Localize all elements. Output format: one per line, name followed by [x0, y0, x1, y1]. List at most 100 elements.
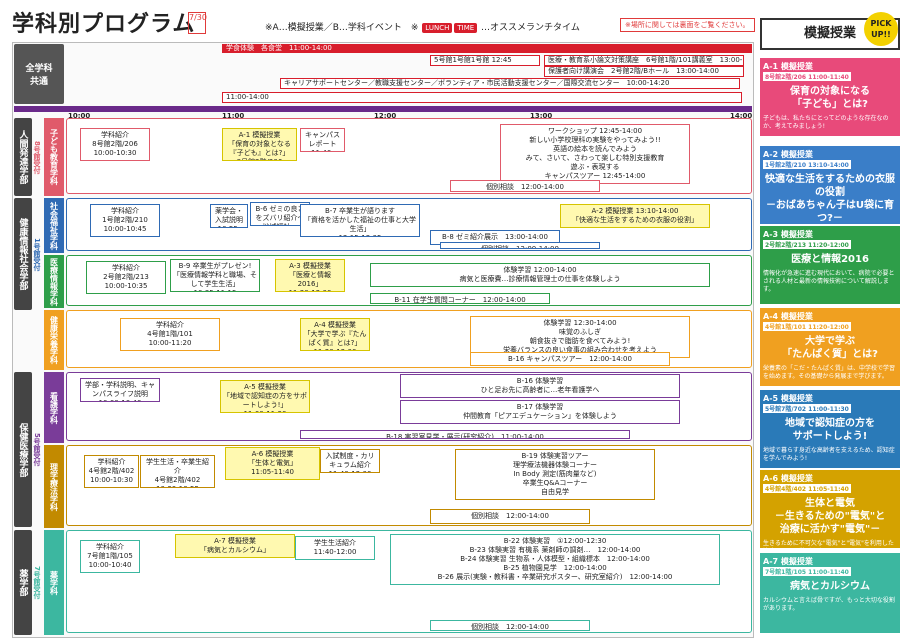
program-box: 薬学会・入試説明 10:55-11:10	[210, 204, 248, 228]
program-box: B-17 体験学習 仲間教育「ピアエデュケーション」を体験しよう	[400, 400, 680, 424]
timeline-bar	[14, 106, 752, 112]
card-label: 模擬授業	[780, 312, 813, 321]
program-box: A-4 模擬授業 「大学で学ぶ『たんぱく質』とは?」 11:20-12:00	[300, 318, 370, 351]
dept-sub-1: 1号館受付	[33, 237, 41, 271]
card-label: 模擬授業	[780, 230, 813, 239]
location-notice: ※場所に関しては裏面をご覧ください。	[620, 18, 755, 32]
card-desc: 栄養素の「こだ・たんぱく質」は、中学校で学習を始めます。その基礎から発展まで学び…	[763, 365, 896, 380]
dept-sub-4: 5号館受付	[33, 433, 41, 466]
card-code: A-1	[763, 62, 779, 71]
program-box: 学生生活紹介 11:40-12:00	[295, 536, 375, 560]
dept-name-6: 薬学部	[14, 530, 32, 635]
card-code: A-2	[763, 150, 779, 159]
tick-1300: 13:00	[530, 112, 553, 120]
common-item-3: 医療・教育系小論文対策講座 6号館1階/101講義室 13:00-14:00	[544, 55, 744, 66]
card-code: A-5	[763, 394, 779, 403]
card-time: 8号館2階/206 11:00-11:40	[763, 72, 851, 81]
program-box: A-3 模擬授業 「医療と情報2016」 11:20-12:00	[275, 259, 345, 292]
program-box: 学生生活・卒業生紹介 4号館2階/402 10:30-10:55	[140, 455, 215, 488]
card-desc: 子どもは、私たちにとってどのような存在なのか、考えてみましょう!	[763, 115, 889, 130]
dept-name-0: 人間発達学部	[14, 118, 32, 196]
card-label: 模擬授業	[780, 394, 813, 403]
lecture-card-2: A-2 模擬授業 1号館2階/210 13:10-14:00 快適な生活をするため…	[760, 146, 900, 244]
program-box: 学科紹介 1号館2階/210 10:00-10:45	[90, 204, 160, 237]
card-title: 保育の対象になる 「子ども」とは?	[790, 86, 870, 110]
card-time: 7号館1階/105 11:00-11:40	[763, 567, 851, 576]
legend-text-2: …オススメランチタイム	[481, 23, 580, 33]
lunch-tag: LUNCH	[422, 23, 453, 33]
card-label: 模擬授業	[780, 62, 813, 71]
card-time: 1号館2階/210 13:10-14:00	[763, 160, 851, 169]
legend-text: ※A…模擬授業／B…学科イベント ※	[265, 23, 419, 33]
program-box: A-7 模擬授業 「病気とカルシウム」	[175, 534, 295, 558]
program-box: B-16 体験学習 ひと足お先に高齢者に…老年看護学へ	[400, 374, 680, 398]
page-title: 学科別プログラム	[12, 12, 196, 37]
pick-up-badge: PICK UP!!	[864, 12, 898, 46]
program-box: 学科紹介 7号館1階/105 10:00-10:40	[80, 540, 140, 573]
course-label-3: 健康栄養学科	[44, 310, 64, 370]
common-item-5: キャリアサポートセンター／教職支援センター／ボランティア・市民活動支援センター／…	[280, 78, 740, 89]
dept-sub-6: 7号館受付	[33, 566, 41, 599]
card-time: 4号館4階/402 11:05-11:40	[763, 484, 851, 493]
course-label-5: 理学療法学科	[44, 445, 64, 528]
card-time: 5号館7階/702 11:00-11:30	[763, 404, 851, 413]
tick-1100: 11:00	[222, 112, 245, 120]
program-box: 個別相談 12:00-14:00	[430, 509, 590, 524]
program-box: 個別相談 12:00-14:00	[430, 620, 590, 631]
program-box: A-2 模擬授業 13:10-14:00 「快適な生活をするための衣服の役割」	[560, 204, 710, 228]
program-box: 学部・学科説明、キャンパスライフ説明 10:00-10:40	[80, 378, 160, 402]
card-desc: 生きるために不可欠な"電気"と"電気"を利用した治療について学びます。	[763, 540, 894, 555]
card-desc: カルシウムと言えば骨ですが、もっと大切な役割があります。	[763, 597, 895, 612]
card-title: 快適な生活をするための衣服の役割 －おばあちゃん子はU袋に育つ?－	[765, 174, 895, 224]
card-title: 生体と電気 －生きるための"電気"と 治療に活かす"電気"－	[774, 498, 886, 535]
card-title: 医療と情報2016	[791, 254, 869, 265]
card-title: 地域で認知症の方を サポートしよう!	[785, 418, 875, 442]
course-label-1: 社会福祉学科	[44, 198, 64, 253]
tick-1200: 12:00	[374, 112, 397, 120]
program-box: A-5 模擬授業 「地域で認知症の方をサポートしよう!」 11:00-11:30	[220, 380, 310, 413]
tick-1000: 10:00	[68, 112, 91, 120]
program-box: A-1 模擬授業 「保育の対象となる『子ども』とは?」 8号館2階/206 11…	[222, 128, 297, 161]
date-badge: 7/30	[188, 12, 207, 34]
program-box: A-6 模擬授業 「生体と電気」 11:05-11:40	[225, 447, 320, 480]
program-box: 個別相談 12:00-14:00	[440, 242, 600, 249]
course-label-0: 子ども教育学科	[44, 118, 64, 196]
card-time: 2号館2階/213 11:20-12:00	[763, 240, 851, 249]
lecture-card-6: A-6 模擬授業 4号館4階/402 11:05-11:40 生体と電気 －生きる…	[760, 470, 900, 555]
card-title: 病気とカルシウム	[790, 581, 870, 592]
card-time: 4号館1階/101 11:20-12:00	[763, 322, 851, 331]
card-desc: 情報化が急速に進む現代において、病院で必要とされる人材と最新の情報技術について解…	[763, 270, 895, 293]
lecture-card-1: A-1 模擬授業 8号館2階/206 11:00-11:40 保育の対象になる 「…	[760, 58, 900, 136]
dept-sub-0: 8号館受付	[33, 140, 41, 174]
program-box: 学科紹介 8号館2階/206 10:00-10:30	[80, 128, 150, 161]
sidebar: 模擬授業 PICK UP!! A-1 模擬授業 8号館2階/206 11:00-…	[760, 12, 900, 638]
course-label-2: 医療情報学科	[44, 255, 64, 308]
program-box: B-16 キャンパスツアー 12:00-14:00	[470, 352, 670, 366]
program-box: 体験学習 12:30-14:00 味覚のふしぎ 朝食抜きで脂肪を食べてみよう! …	[470, 316, 690, 358]
program-box: 入試制度・カリキュラム紹介 11:40-12:00	[320, 449, 380, 473]
program-box: 体験学習 12:00-14:00 病気と医療費…診療情報管理士の仕事を体験しよう	[370, 263, 710, 287]
card-code: A-6	[763, 474, 779, 483]
dept-name-4: 保健医療学部	[14, 372, 32, 527]
program-box: 個別相談 12:00-14:00	[450, 180, 600, 192]
card-label: 模擬授業	[780, 150, 813, 159]
program-box: B-7 卒業生が語ります 「資格を活かした福祉の仕事と大学生活」 12:15-1…	[300, 204, 420, 237]
program-box: B-11 在学生質問コーナー 12:00-14:00	[370, 293, 550, 304]
common-item-4: 保護者向け講演会 2号館2階/Bホール 13:00-14:00	[544, 66, 744, 77]
common-item-1: 学食体験 各食堂 11:00-14:00	[222, 44, 752, 53]
common-item-6: 11:00-14:00	[222, 92, 742, 103]
card-label: 模擬授業	[780, 474, 813, 483]
program-box: B-9 卒業生がプレゼン! 「医療情報学科と職場、そして学生生活」 10:35-…	[170, 259, 260, 292]
card-code: A-4	[763, 312, 779, 321]
dept-name-1: 健康情報社会学部	[14, 198, 32, 310]
program-box: 学科紹介 4号館2階/402 10:00-10:30	[84, 455, 139, 488]
program-box: 学科紹介 4号館1階/101 10:00-11:20	[120, 318, 220, 351]
program-box: B-18 実習室見学・展示(研究紹介) 11:00-14:00	[300, 430, 630, 439]
common-label: 全学科 共通	[14, 44, 64, 104]
course-label-4: 看護学科	[44, 372, 64, 443]
course-label-6: 薬学科	[44, 530, 64, 635]
program-box: B-22 体験実習 ①12:00-12:30 B-23 体験実習 有機系 薬剤師…	[390, 534, 720, 585]
